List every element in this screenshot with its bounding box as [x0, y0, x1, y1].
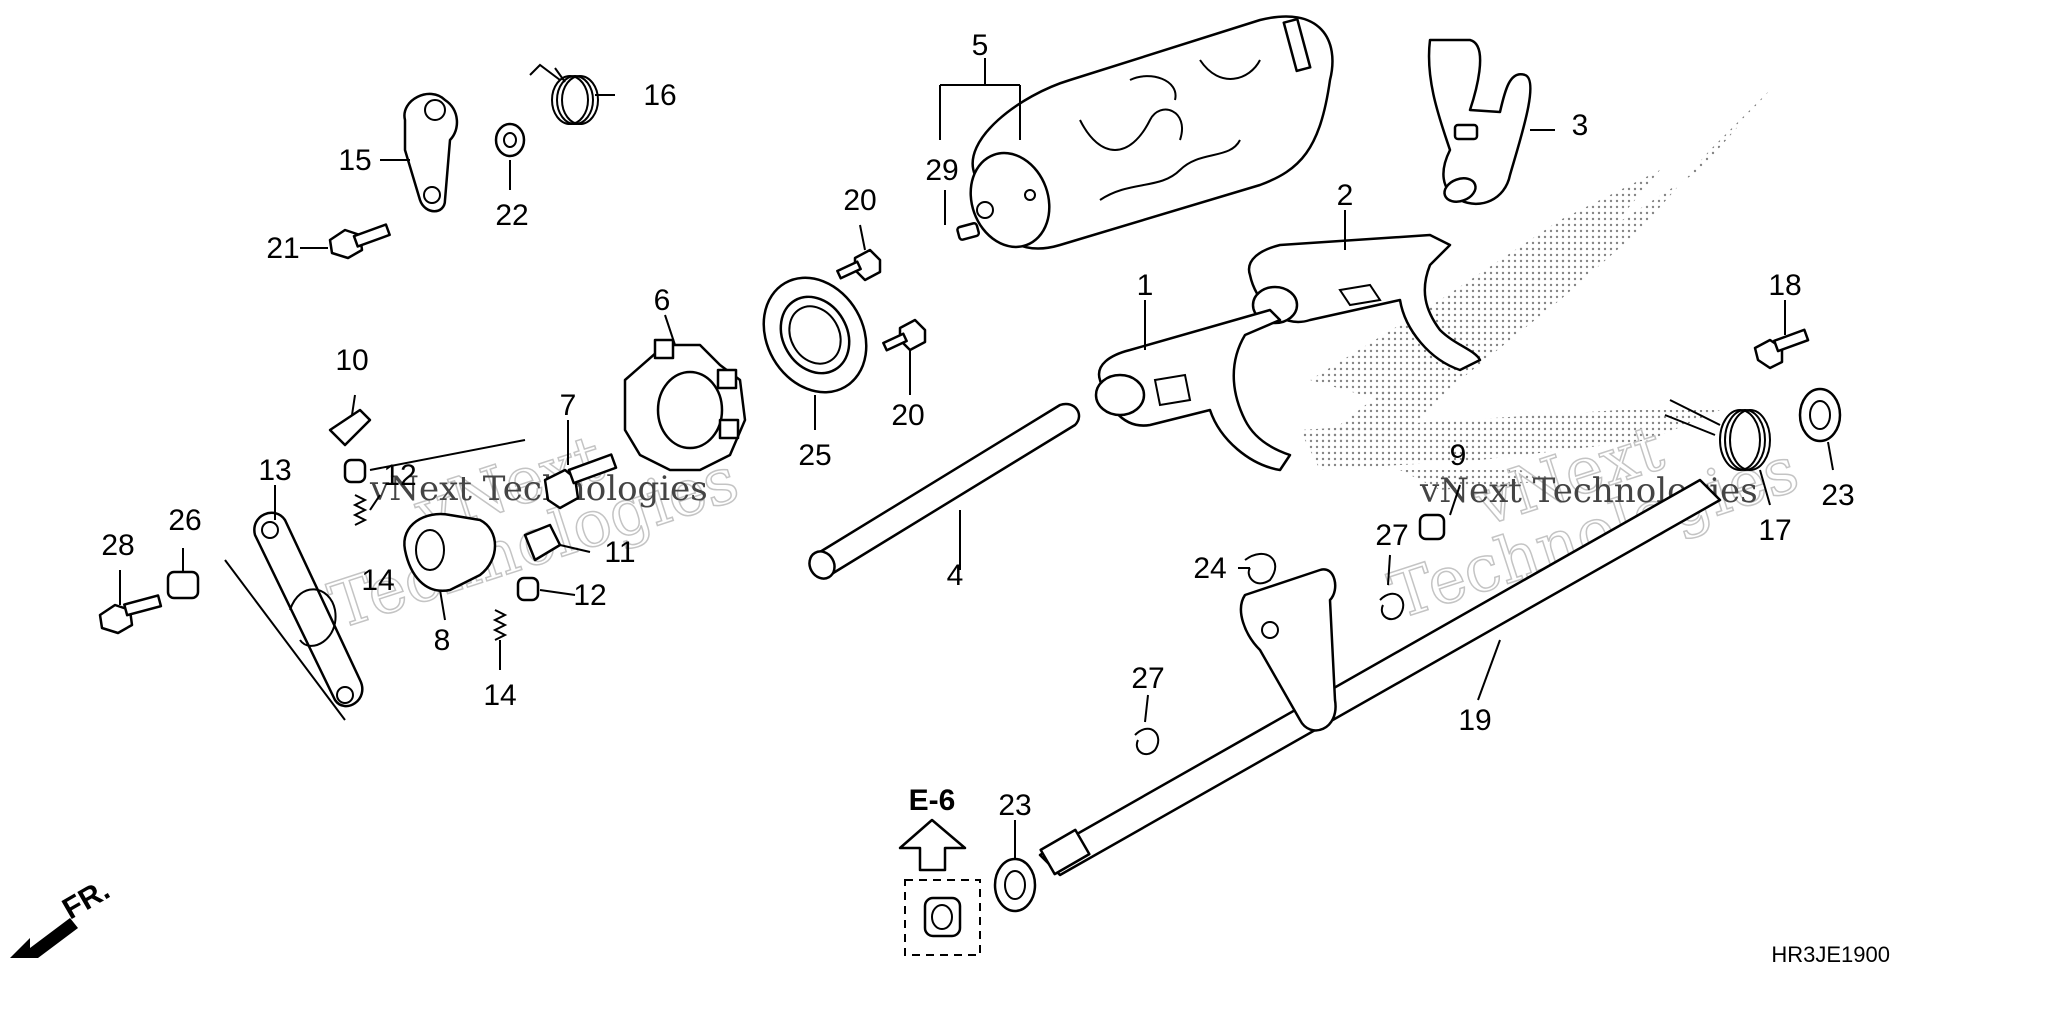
- leader-lines: [119, 58, 1834, 860]
- part-stopper-arm[interactable]: [403, 92, 459, 213]
- callout-12-lower: 12: [573, 579, 606, 612]
- part-bolt-20-upper[interactable]: [836, 248, 882, 282]
- part-cover-plate[interactable]: [253, 511, 364, 708]
- part-bearing[interactable]: [743, 259, 886, 411]
- part-spring-14-upper[interactable]: [352, 494, 368, 526]
- callout-17: 17: [1758, 514, 1791, 547]
- callout-23-left: 23: [998, 789, 1031, 822]
- part-shift-fork-upper[interactable]: [1427, 38, 1532, 206]
- part-clip-27-left[interactable]: [1134, 727, 1160, 756]
- callout-25: 25: [798, 439, 831, 472]
- callout-20-upper: 20: [843, 184, 876, 217]
- callout-27-left: 27: [1131, 662, 1164, 695]
- front-direction-arrow: FR.: [10, 873, 115, 958]
- callout-21: 21: [266, 232, 299, 265]
- callout-15: 15: [338, 144, 371, 177]
- part-drum-center[interactable]: [623, 338, 747, 472]
- diagram-code: HR3JE1900: [1771, 942, 1890, 967]
- part-roller-12-lower[interactable]: [516, 576, 540, 602]
- part-collar-22[interactable]: [494, 122, 526, 158]
- callout-18: 18: [1768, 269, 1801, 302]
- callout-12-upper: 12: [383, 459, 416, 492]
- callout-23-right: 23: [1821, 479, 1854, 512]
- part-shift-drum[interactable]: [958, 15, 1334, 258]
- callout-26: 26: [168, 504, 201, 537]
- callout-28: 28: [101, 529, 134, 562]
- callout-2: 2: [1337, 179, 1354, 212]
- part-pin[interactable]: [956, 222, 981, 241]
- part-collar-26[interactable]: [166, 570, 200, 600]
- callout-7: 7: [560, 389, 577, 422]
- wing-background-logo: [1300, 90, 1770, 490]
- front-label: FR.: [57, 873, 115, 926]
- part-clip-24[interactable]: [1244, 553, 1277, 585]
- callout-10: 10: [335, 344, 368, 377]
- part-bolt-20-lower[interactable]: [882, 318, 927, 352]
- callout-1: 1: [1137, 269, 1154, 302]
- part-bolt-28[interactable]: [98, 594, 163, 635]
- callout-20-lower: 20: [891, 399, 924, 432]
- part-oil-seal-ref[interactable]: [904, 879, 981, 956]
- part-bolt-21[interactable]: [328, 223, 391, 260]
- callout-4: 4: [947, 559, 964, 592]
- part-spring-14-lower[interactable]: [492, 609, 508, 641]
- callout-14-upper: 14: [361, 564, 394, 597]
- callout-13: 13: [258, 454, 291, 487]
- callout-16: 16: [643, 79, 676, 112]
- part-washer-23-left[interactable]: [993, 857, 1037, 913]
- part-bolt-18[interactable]: [1753, 328, 1810, 370]
- callout-27-right: 27: [1375, 519, 1408, 552]
- part-collar-9[interactable]: [1418, 513, 1446, 541]
- reference-label: E-6: [909, 784, 956, 817]
- watermark-small-left: vNext Technologies: [369, 469, 708, 509]
- callout-14-lower: 14: [483, 679, 516, 712]
- part-stopper-plate[interactable]: [403, 512, 497, 593]
- callout-24: 24: [1193, 552, 1226, 585]
- part-roller-10[interactable]: [328, 408, 372, 447]
- part-roller-12-upper[interactable]: [343, 458, 367, 484]
- part-return-spring[interactable]: [529, 63, 599, 125]
- callout-19: 19: [1458, 704, 1491, 737]
- part-return-spring-17[interactable]: [1664, 399, 1771, 471]
- callout-11: 11: [604, 536, 635, 569]
- callout-9: 9: [1450, 439, 1467, 472]
- reference-arrow-e6[interactable]: E-6: [898, 784, 967, 872]
- part-gearshift-spindle[interactable]: [1038, 478, 1722, 877]
- callout-5: 5: [972, 29, 989, 62]
- callout-22: 22: [495, 199, 528, 232]
- part-bolt-7[interactable]: [543, 453, 618, 510]
- callout-3: 3: [1572, 109, 1589, 142]
- part-shift-fork-lower[interactable]: [1094, 308, 1292, 472]
- callout-29: 29: [925, 154, 958, 187]
- part-washer-23-right[interactable]: [1798, 387, 1842, 443]
- callout-6: 6: [654, 284, 671, 317]
- callout-8: 8: [434, 624, 451, 657]
- part-fork-shaft[interactable]: [805, 402, 1081, 583]
- part-clip-27-right[interactable]: [1379, 592, 1405, 621]
